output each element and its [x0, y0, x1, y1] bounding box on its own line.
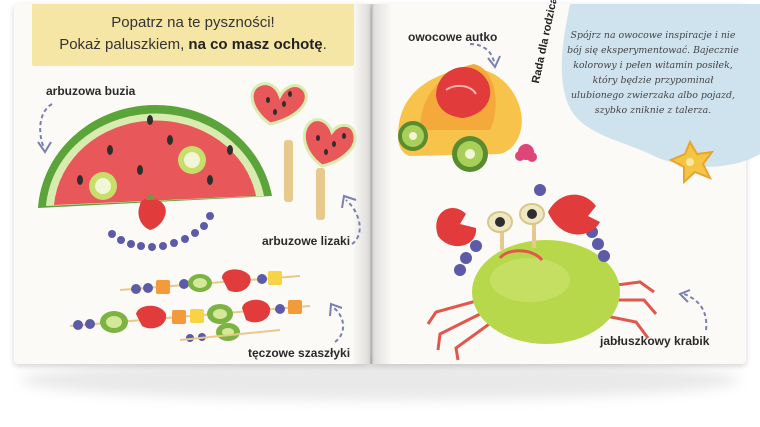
star-fruit-icon — [668, 139, 715, 185]
tip-blob — [561, 4, 760, 167]
dashed-arrow-icon — [469, 43, 495, 63]
label-fruit-car: owocowe autko — [408, 30, 498, 44]
book-shadow — [20, 360, 740, 400]
arrow-head-icon — [487, 55, 501, 69]
apple-crab-icon — [426, 184, 658, 361]
label-watermelon-pops: arbuzowe lizaki — [262, 234, 351, 248]
dashed-arrow-icon — [39, 103, 53, 149]
dashed-arrow-icon — [683, 293, 708, 331]
banner-line-2-bold: na co masz ochotę — [188, 36, 323, 53]
dashed-arrow-icon — [345, 199, 361, 245]
label-skewers: tęczowe szaszłyki — [248, 346, 351, 360]
arrow-head-icon — [341, 194, 357, 209]
arrow-head-icon — [678, 289, 691, 303]
banner-line-2-prefix: Pokaż paluszkiem, — [59, 36, 189, 53]
banner-line-1: Popatrz na te pyszności! — [111, 14, 275, 31]
watermelon-face-icon — [38, 104, 272, 251]
book-gutter — [352, 4, 392, 364]
watermelon-pop-icon — [250, 82, 357, 220]
dashed-arrow-icon — [333, 307, 345, 343]
banner-line-2-suffix: . — [322, 36, 327, 53]
tip-text: Spójrz na owocowe inspiracje i nie bój s… — [567, 30, 739, 116]
arrow-head-icon — [329, 302, 343, 317]
fruit-skewer-icon — [69, 269, 311, 342]
banner-line-2: Pokaż paluszkiem, na co masz ochotę. — [32, 34, 354, 56]
label-apple-crab: jabłuszkowy krabik — [600, 334, 710, 348]
banner — [32, 4, 354, 66]
arrow-head-icon — [37, 141, 52, 154]
label-watermelon-face: arbuzowa buzia — [46, 84, 136, 98]
banner-text: Popatrz na te pyszności! Pokaż paluszkie… — [32, 12, 354, 56]
fruit-car-icon — [398, 64, 537, 172]
